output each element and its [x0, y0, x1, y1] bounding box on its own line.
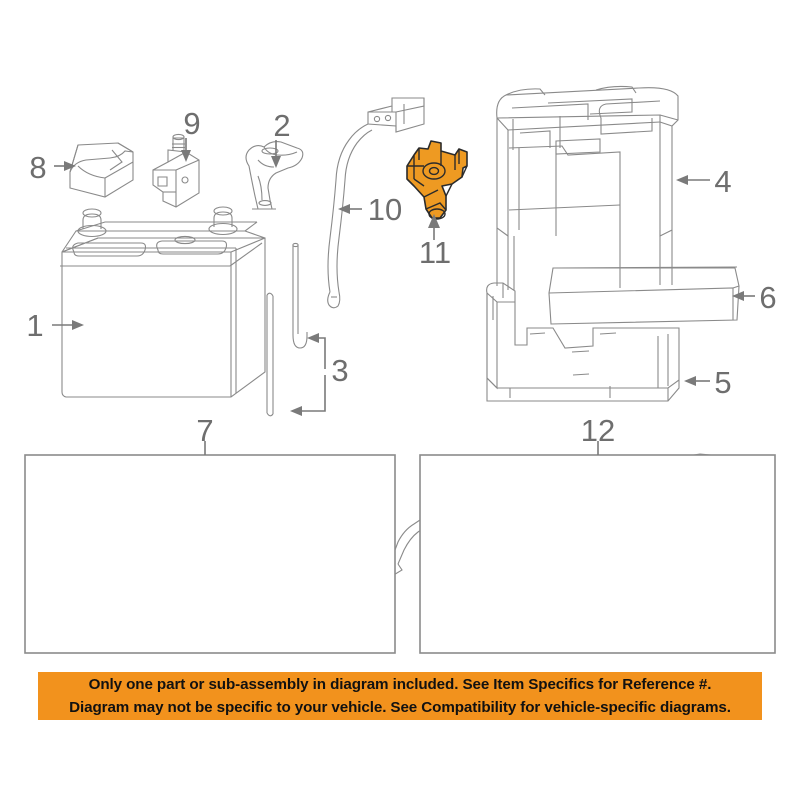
- part-battery: [60, 206, 266, 398]
- part-battery-current-sensor: [152, 133, 200, 208]
- callout-label-1: 1: [26, 308, 43, 343]
- part-battery-tray: [486, 282, 680, 402]
- group-box-7: [24, 454, 396, 654]
- callout-label-3: 3: [331, 353, 348, 388]
- part-battery-insulator-cover: [496, 85, 679, 290]
- group-box-12: [419, 454, 776, 654]
- callout-label-6: 6: [759, 280, 776, 315]
- disclaimer-line-2: Diagram may not be specific to your vehi…: [69, 699, 731, 716]
- callout-numbers: 1 2 3 4 5 6 7 8 9 10 11 12: [26, 106, 776, 448]
- callout-label-8: 8: [29, 150, 46, 185]
- callout-label-7: 7: [196, 413, 213, 448]
- callout-label-2: 2: [273, 108, 290, 143]
- callout-label-11: 11: [419, 235, 451, 270]
- disclaimer-banner: Only one part or sub-assembly in diagram…: [38, 672, 762, 720]
- callout-label-5: 5: [714, 365, 731, 400]
- callout-leaders: [52, 138, 755, 455]
- part-battery-hold-down-rods: [266, 242, 308, 417]
- callout-label-10: 10: [368, 192, 402, 227]
- disclaimer-line-1: Only one part or sub-assembly in diagram…: [88, 676, 712, 693]
- callout-label-9: 9: [183, 106, 200, 141]
- callout-label-12: 12: [581, 413, 615, 448]
- part-battery-tray-pad: [548, 266, 740, 325]
- callout-label-4: 4: [714, 164, 731, 199]
- part-battery-positive-terminal-highlighted: [406, 140, 468, 220]
- part-battery-hold-down-bracket: [245, 141, 304, 210]
- part-terminal-cover-boot: [69, 142, 134, 198]
- part-ground-cable: [327, 97, 425, 309]
